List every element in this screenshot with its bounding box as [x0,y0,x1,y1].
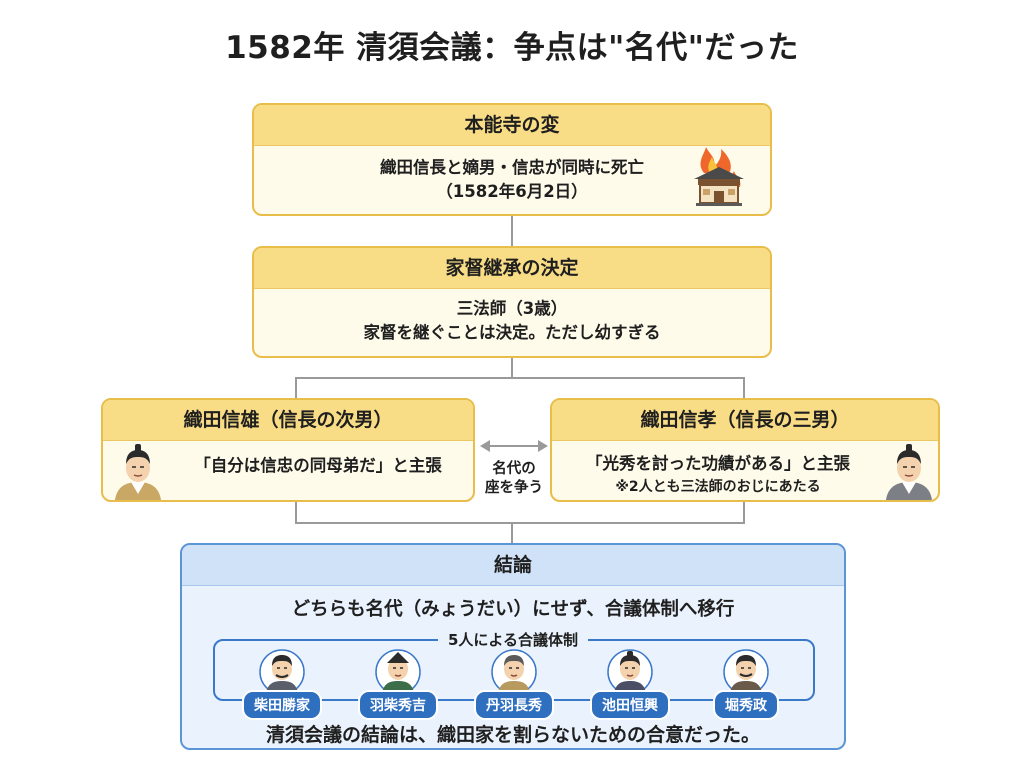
succession-title: 家督継承の決定 [254,248,770,289]
council-member: 柴田勝家 [232,649,332,720]
connector-left-down [295,377,297,398]
connector-vertical-top [511,216,513,246]
portrait-icon [375,649,421,695]
portrait-icon [259,649,305,695]
dispute-label: 名代の 座を争う [478,460,550,498]
connector-vertical-mid [511,358,513,378]
dispute-label-line2: 座を争う [485,480,543,496]
connector-right-down [743,377,745,398]
nobukatsu-title: 織田信雄（信長の次男） [103,400,473,441]
nobukatsu-box: 織田信雄（信長の次男） 「自分は信忠の同母弟だ」と主張 [101,398,475,502]
samurai-portrait-icon [886,444,932,500]
council-member: 丹羽長秀 [464,649,564,720]
burning-temple-icon [694,147,744,206]
member-name: 羽柴秀吉 [358,690,438,720]
dispute-label-line1: 名代の [492,461,536,477]
member-name: 丹羽長秀 [474,690,554,720]
double-arrow-icon [480,440,548,452]
nobutaka-title: 織田信孝（信長の三男） [552,400,938,441]
council-label: 5人による合議体制 [182,629,844,650]
member-name: 池田恒興 [590,690,670,720]
portrait-icon [607,649,653,695]
connector-horizontal-split [295,377,745,379]
nobukatsu-claim: 「自分は信忠の同母弟だ」と主張 [194,456,442,475]
conclusion-title: 結論 [182,545,844,586]
council-member: 堀秀政 [696,649,796,720]
succession-decision-box: 家督継承の決定 三法師（3歳） 家督を継ぐことは決定。ただし幼すぎる [252,246,772,358]
honnoji-date: （1582年6月2日） [436,182,588,201]
conclusion-main-text: どちらも名代（みょうだい）にせず、合議体制へ移行 [291,599,735,620]
connector-vertical-bottom [511,522,513,543]
honnoji-description: 織田信長と嫡男・信忠が同時に死亡 [380,158,644,177]
portrait-icon [723,649,769,695]
conclusion-box: 結論 どちらも名代（みょうだい）にせず、合議体制へ移行 5人による合議体制 柴田… [180,543,846,750]
council-member: 羽柴秀吉 [348,649,448,720]
sanboshi-label: 三法師（3歳） [456,299,568,318]
conclusion-summary: 清須会議の結論は、織田家を割らないための合意だった。 [265,724,760,746]
connector-right-up [743,502,745,523]
nobutaka-claim: 「光秀を討った功績がある」と主張 [586,454,850,473]
uncle-note: ※2人とも三法師のおじにあたる [615,479,821,495]
nobutaka-box: 織田信孝（信長の三男） 「光秀を討った功績がある」と主張 ※2人とも三法師のおじ… [550,398,940,502]
council-label-text: 5人による合議体制 [438,631,588,649]
connector-left-up [295,502,297,523]
member-name: 堀秀政 [713,690,779,720]
page-title: 1582年 清須会議：争点は"名代"だった [225,30,799,66]
samurai-portrait-icon [115,444,161,500]
member-name: 柴田勝家 [242,690,322,720]
portrait-icon [491,649,537,695]
succession-description: 家督を継ぐことは決定。ただし幼すぎる [363,323,661,342]
honnoji-incident-box: 本能寺の変 織田信長と嫡男・信忠が同時に死亡 （1582年6月2日） [252,103,772,216]
honnoji-title: 本能寺の変 [254,105,770,146]
connector-horizontal-join [295,522,745,524]
council-member: 池田恒興 [580,649,680,720]
